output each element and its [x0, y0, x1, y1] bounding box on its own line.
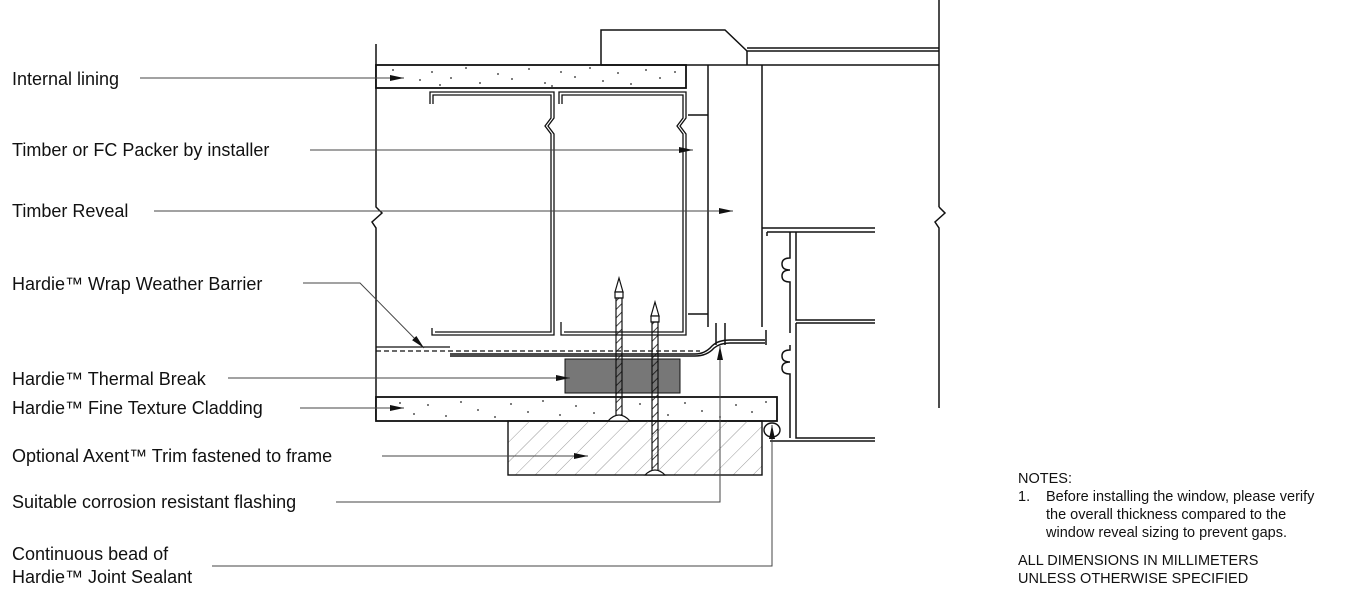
label-internal-lining: Internal lining	[12, 69, 120, 89]
window-sill-frame	[762, 227, 875, 442]
label-wrap-weather-barrier: Hardie™ Wrap Weather Barrier	[12, 274, 263, 294]
axent-trim-block	[507, 420, 763, 476]
notes-block: NOTES: 1. Before installing the window, …	[1018, 470, 1314, 588]
note-item-1: 1. Before installing the window, please …	[1018, 488, 1314, 542]
weather-barrier-and-flashing	[376, 323, 765, 357]
leader-lines	[140, 75, 775, 567]
steel-stud-frame	[429, 91, 687, 336]
wall-left-edge	[371, 44, 384, 420]
timber-reveal-outline	[688, 65, 763, 327]
note-line: the overall thickness compared to the	[1046, 507, 1287, 523]
dimensions-note-line1: ALL DIMENSIONS IN MILLIMETERS	[1018, 553, 1259, 569]
label-sealant-line2: Hardie™ Joint Sealant	[12, 567, 193, 587]
screw-2	[643, 299, 667, 476]
label-flashing: Suitable corrosion resistant flashing	[12, 492, 297, 512]
window-head-frame	[600, 0, 947, 408]
label-timber-packer: Timber or FC Packer by installer	[12, 140, 270, 160]
internal-lining-board	[375, 64, 687, 89]
label-sealant-line1: Continuous bead of	[12, 544, 169, 564]
screw-1	[606, 275, 632, 422]
note-number: 1.	[1018, 489, 1031, 505]
dimensions-note-line2: UNLESS OTHERWISE SPECIFIED	[1018, 571, 1249, 587]
fine-texture-cladding-board	[375, 396, 778, 422]
label-timber-reveal: Timber Reveal	[12, 201, 129, 221]
note-line: Before installing the window, please ver…	[1046, 489, 1315, 505]
label-fine-texture-cladding: Hardie™ Fine Texture Cladding	[12, 398, 263, 418]
note-line: window reveal sizing to prevent gaps.	[1046, 525, 1287, 541]
notes-heading: NOTES:	[1018, 471, 1072, 487]
label-axent-trim: Optional Axent™ Trim fastened to frame	[12, 446, 333, 466]
label-thermal-break: Hardie™ Thermal Break	[12, 369, 206, 389]
